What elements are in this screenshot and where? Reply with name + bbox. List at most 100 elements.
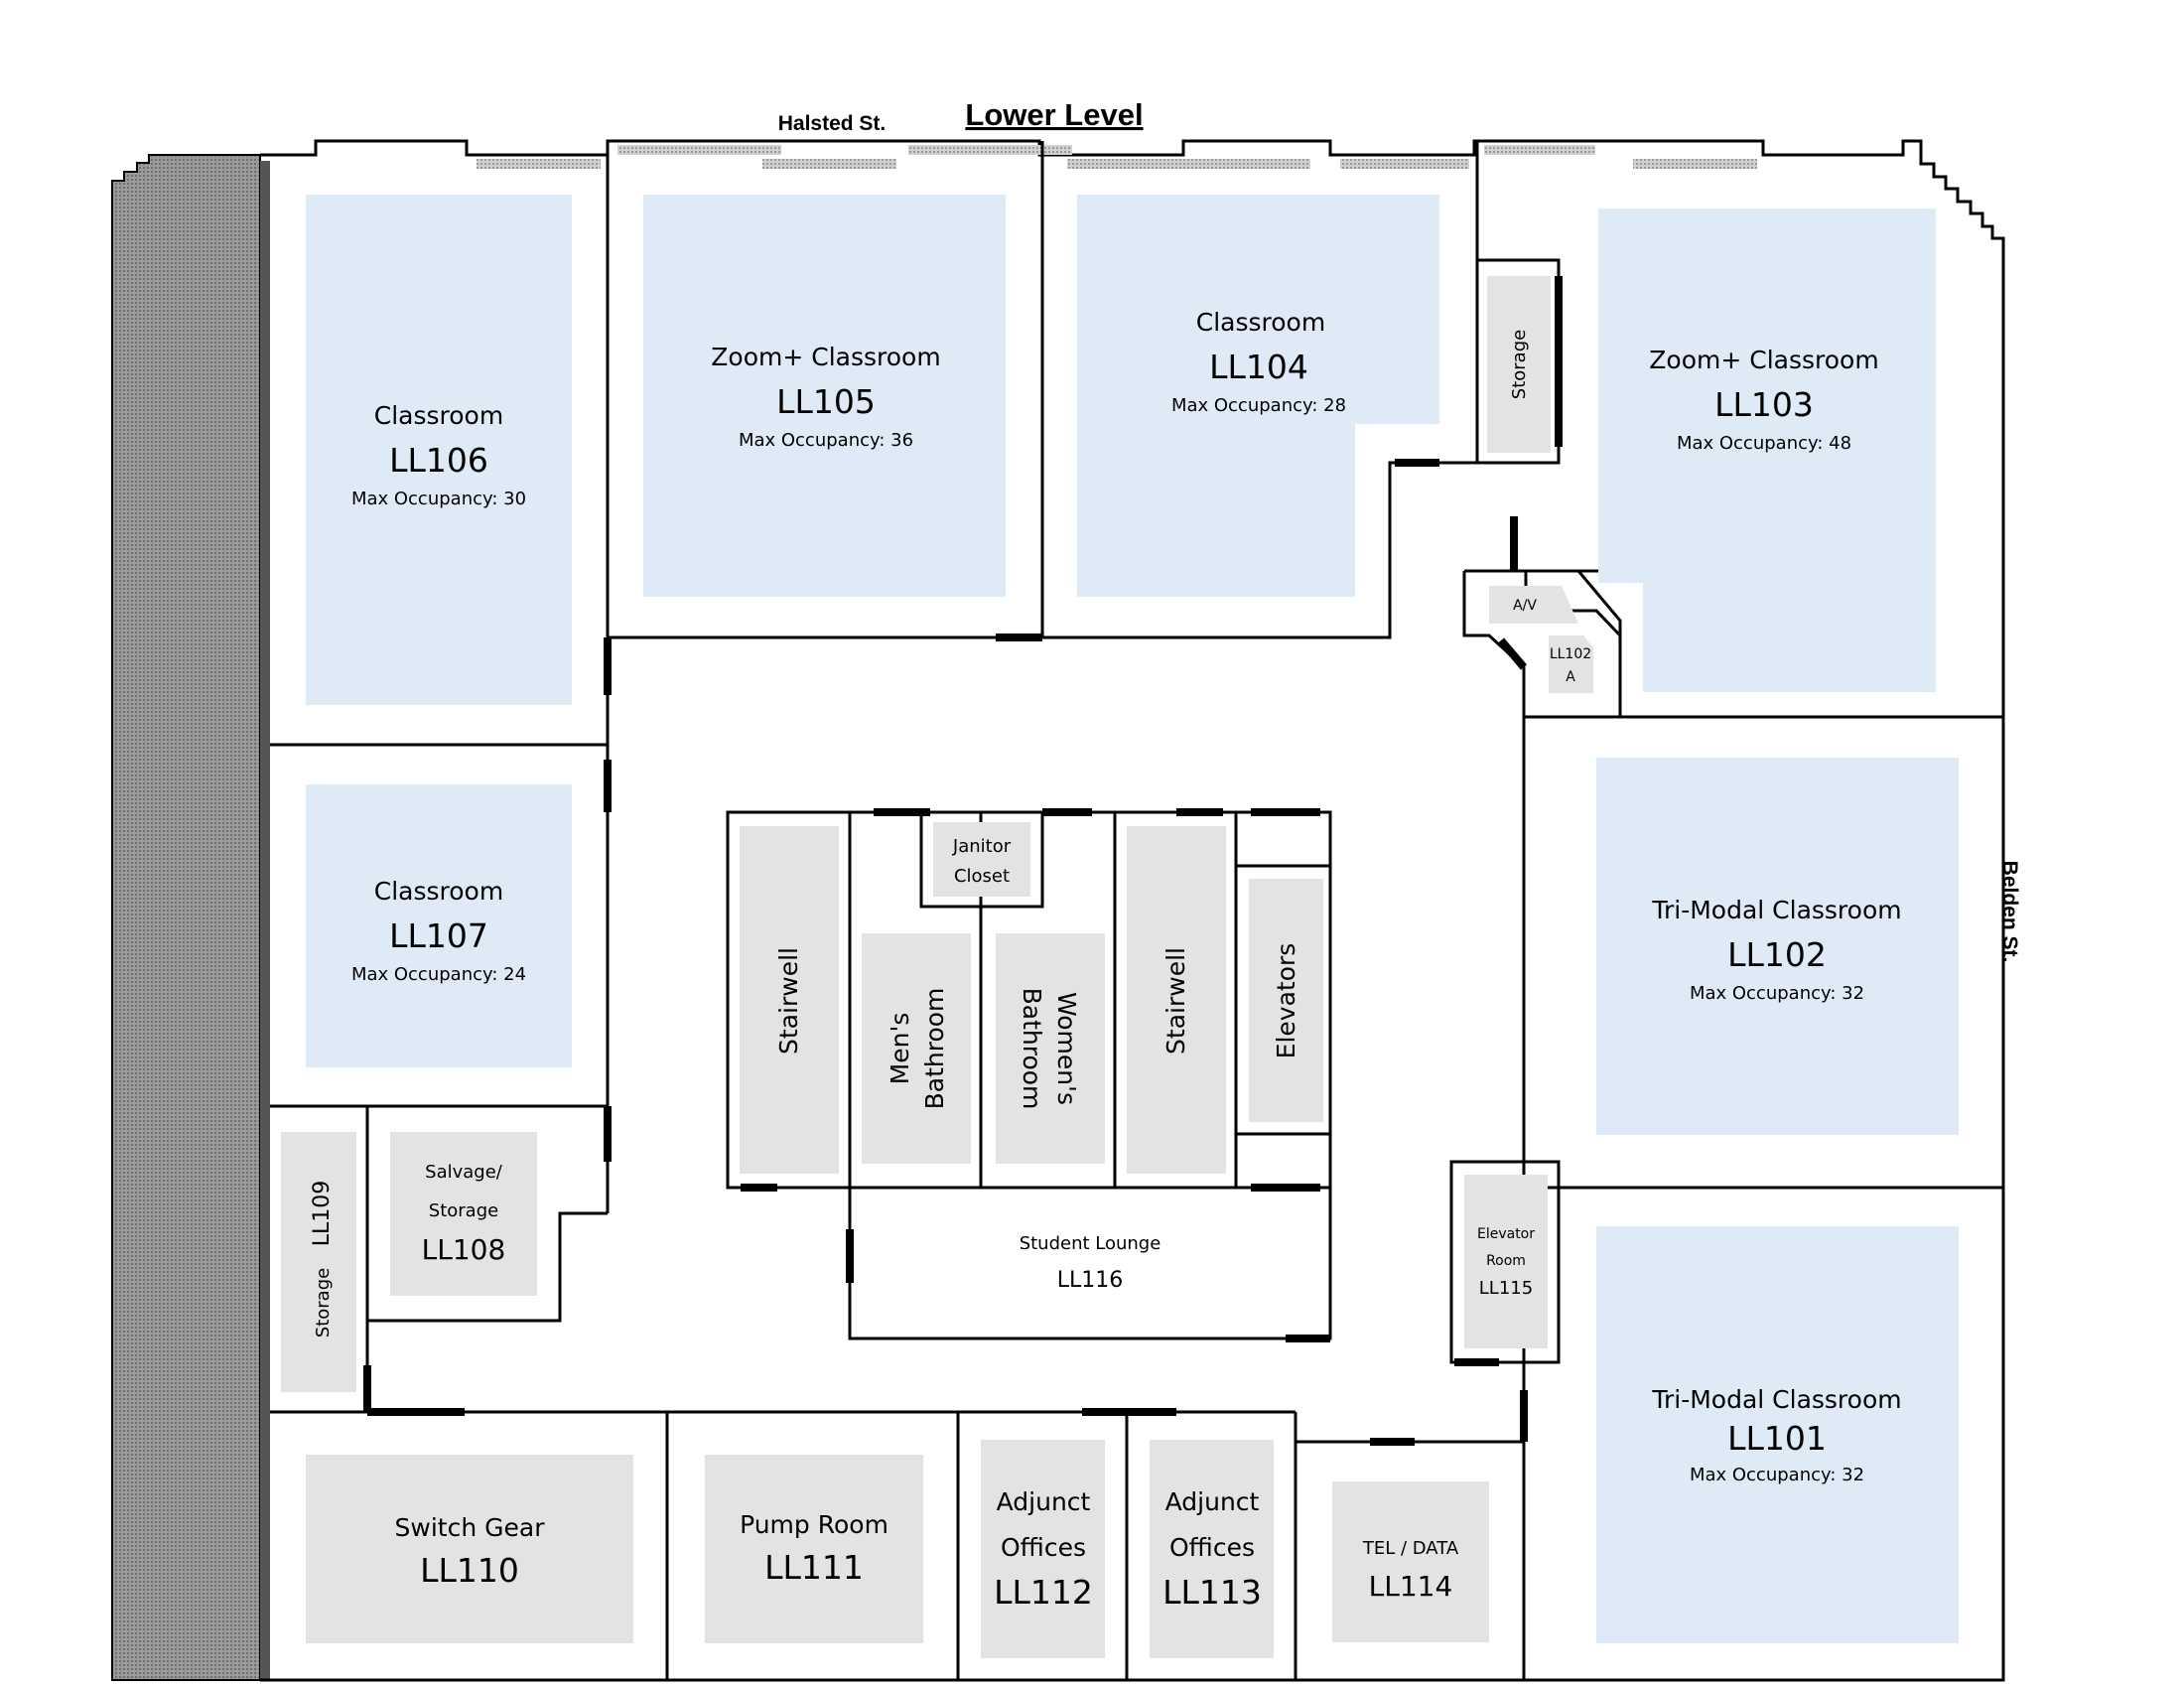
room-stairwell-right[interactable]	[1127, 826, 1226, 1174]
svg-text:Max Occupancy: 30: Max Occupancy: 30	[351, 489, 526, 509]
svg-text:Student Lounge: Student Lounge	[1020, 1233, 1161, 1254]
label-ll102a: LL102 A	[1550, 646, 1591, 685]
svg-text:Tri-Modal Classroom: Tri-Modal Classroom	[1651, 1385, 1901, 1414]
room-ll109[interactable]	[281, 1132, 356, 1392]
label-stairwell-left: Stairwell	[774, 947, 803, 1055]
svg-text:Bathroom: Bathroom	[1018, 988, 1046, 1110]
svg-text:Max Occupancy: 32: Max Occupancy: 32	[1690, 1465, 1864, 1485]
label-mens-bathroom: Men's Bathroom	[886, 988, 949, 1110]
svg-text:Switch Gear: Switch Gear	[395, 1513, 546, 1542]
room-ll102[interactable]	[1596, 758, 1959, 1135]
svg-text:LL104: LL104	[1209, 348, 1308, 386]
svg-text:Salvage/: Salvage/	[425, 1162, 503, 1183]
svg-text:LL112: LL112	[994, 1573, 1093, 1612]
svg-text:LL105: LL105	[776, 382, 876, 421]
room-elevators[interactable]	[1249, 879, 1323, 1122]
label-ll116: Student Lounge LL116	[1020, 1233, 1161, 1293]
svg-text:Janitor: Janitor	[952, 836, 1012, 857]
label-ll107: Classroom LL107 Max Occupancy: 24	[351, 877, 526, 985]
street-label-right: Belden St.	[1998, 861, 2021, 963]
room-av[interactable]	[1489, 586, 1578, 624]
label-ll111: Pump Room LL111	[740, 1510, 888, 1587]
svg-text:Pump Room: Pump Room	[740, 1510, 888, 1539]
label-ll101: Tri-Modal Classroom LL101 Max Occupancy:…	[1651, 1385, 1901, 1485]
svg-text:Adjunct: Adjunct	[1165, 1487, 1260, 1516]
svg-text:LL115: LL115	[1479, 1278, 1533, 1299]
svg-text:LL116: LL116	[1057, 1268, 1124, 1293]
label-ll113: Adjunct Offices LL113	[1162, 1487, 1262, 1612]
svg-text:Offices: Offices	[1001, 1533, 1086, 1562]
label-ll105: Zoom+ Classroom LL105 Max Occupancy: 36	[711, 343, 940, 451]
label-ll102: Tri-Modal Classroom LL102 Max Occupancy:…	[1651, 896, 1901, 1004]
svg-text:Zoom+ Classroom: Zoom+ Classroom	[711, 343, 940, 371]
label-ll112: Adjunct Offices LL112	[994, 1487, 1093, 1612]
label-ll108: Salvage/ Storage LL108	[422, 1162, 506, 1266]
label-ll114: TEL / DATA LL114	[1362, 1538, 1459, 1603]
room-ll110[interactable]	[306, 1455, 633, 1643]
room-ll103[interactable]	[1598, 209, 1936, 692]
label-av: A/V	[1513, 598, 1537, 614]
svg-text:Men's: Men's	[886, 1013, 914, 1085]
svg-text:Elevator: Elevator	[1477, 1226, 1535, 1242]
svg-text:Max Occupancy: 24: Max Occupancy: 24	[351, 964, 526, 985]
room-ll106[interactable]	[306, 195, 572, 705]
exterior-wall-left	[111, 154, 270, 1681]
page-title: Lower Level	[965, 97, 1143, 132]
label-stairwell-right: Stairwell	[1161, 947, 1190, 1055]
room-ll108[interactable]	[390, 1132, 537, 1296]
svg-text:Max Occupancy: 36: Max Occupancy: 36	[739, 430, 913, 451]
svg-text:Max Occupancy: 48: Max Occupancy: 48	[1677, 433, 1851, 454]
doors	[363, 276, 1563, 1446]
label-ll109-number: LL109	[310, 1181, 335, 1247]
label-ll110: Switch Gear LL110	[395, 1513, 546, 1590]
svg-text:LL102: LL102	[1550, 646, 1591, 662]
svg-text:Tri-Modal Classroom: Tri-Modal Classroom	[1651, 896, 1901, 924]
svg-text:Storage: Storage	[429, 1200, 498, 1221]
svg-text:Max Occupancy: 28: Max Occupancy: 28	[1171, 395, 1346, 416]
svg-text:Women's: Women's	[1052, 992, 1081, 1105]
room-ll114[interactable]	[1332, 1481, 1489, 1642]
room-ll105[interactable]	[643, 195, 1006, 597]
svg-text:LL111: LL111	[764, 1548, 864, 1587]
room-janitor-closet[interactable]	[933, 822, 1030, 897]
svg-text:LL107: LL107	[389, 916, 488, 955]
room-ll112[interactable]	[981, 1440, 1105, 1658]
label-ll104: Classroom LL104 Max Occupancy: 28	[1171, 308, 1346, 416]
room-ll102a[interactable]	[1549, 635, 1593, 693]
label-storage: Storage	[1509, 330, 1530, 399]
label-elevators: Elevators	[1272, 943, 1300, 1059]
svg-text:Closet: Closet	[954, 866, 1010, 887]
svg-text:TEL / DATA: TEL / DATA	[1362, 1538, 1459, 1559]
room-ll101[interactable]	[1596, 1226, 1959, 1643]
svg-text:Bathroom: Bathroom	[920, 988, 949, 1110]
svg-text:Classroom: Classroom	[374, 401, 503, 430]
room-storage[interactable]	[1487, 276, 1551, 453]
label-ll103: Zoom+ Classroom LL103 Max Occupancy: 48	[1649, 346, 1878, 454]
label-janitor-closet: Janitor Closet	[952, 836, 1012, 887]
svg-text:Zoom+ Classroom: Zoom+ Classroom	[1649, 346, 1878, 374]
svg-text:LL103: LL103	[1714, 385, 1814, 424]
room-ll115[interactable]	[1464, 1175, 1548, 1348]
svg-text:LL106: LL106	[389, 441, 488, 480]
svg-text:Classroom: Classroom	[1196, 308, 1325, 337]
svg-text:LL101: LL101	[1727, 1419, 1827, 1458]
label-ll106: Classroom LL106 Max Occupancy: 30	[351, 401, 526, 509]
label-womens-bathroom: Women's Bathroom	[1018, 988, 1081, 1110]
room-ll111[interactable]	[705, 1455, 923, 1643]
svg-text:LL108: LL108	[422, 1233, 506, 1266]
label-ll115: Elevator Room LL115	[1477, 1226, 1535, 1299]
street-label-top: Halsted St.	[778, 112, 887, 135]
room-ll107[interactable]	[306, 784, 572, 1067]
room-ll104[interactable]	[1077, 195, 1439, 597]
svg-text:LL102: LL102	[1727, 935, 1827, 974]
label-ll109-type: Storage	[313, 1268, 334, 1337]
svg-text:LL114: LL114	[1369, 1570, 1453, 1603]
svg-text:Classroom: Classroom	[374, 877, 503, 906]
svg-text:Max Occupancy: 32: Max Occupancy: 32	[1690, 983, 1864, 1004]
room-ll113[interactable]	[1150, 1440, 1274, 1658]
room-stairwell-left[interactable]	[740, 826, 839, 1174]
room-womens-bathroom[interactable]	[996, 933, 1105, 1164]
svg-text:LL110: LL110	[420, 1551, 519, 1590]
room-mens-bathroom[interactable]	[862, 933, 971, 1164]
